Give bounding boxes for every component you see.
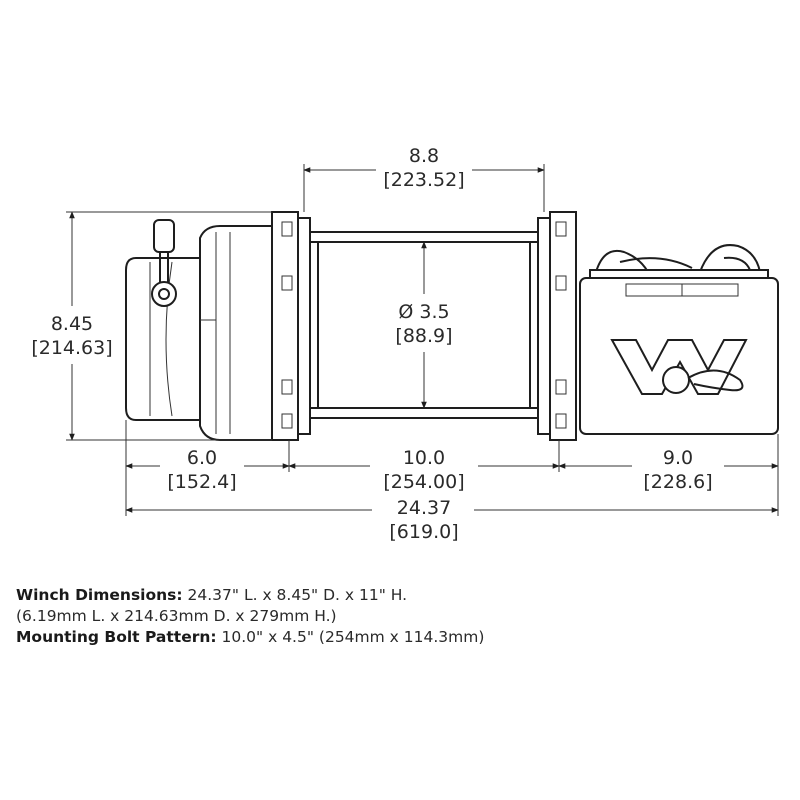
- drum-diameter-mm: [88.9]: [395, 325, 452, 347]
- middle-section-mm: [254.00]: [383, 471, 464, 493]
- mounting-bolt-value: 10.0" x 4.5" (254mm x 114.3mm): [221, 628, 485, 646]
- height-in: 8.45: [51, 313, 93, 335]
- winch-dimensions-label: Winch Dimensions:: [16, 586, 183, 604]
- winch-dimension-drawing: 8.8 [223.52] 8.45 [214.63] Ø 3.5 [88.9] …: [31, 145, 779, 543]
- overall-length-mm: [619.0]: [389, 521, 458, 543]
- winch-dimensions-line: Winch Dimensions: 24.37" L. x 8.45" D. x…: [16, 585, 786, 606]
- mounting-bolt-label: Mounting Bolt Pattern:: [16, 628, 217, 646]
- right-section-in: 9.0: [663, 447, 693, 469]
- right-section-mm: [228.6]: [643, 471, 712, 493]
- w-logo: [610, 339, 748, 395]
- drum-width-mm: [223.52]: [383, 169, 464, 191]
- spec-text: Winch Dimensions: 24.37" L. x 8.45" D. x…: [16, 585, 786, 648]
- mounting-bolt-line: Mounting Bolt Pattern: 10.0" x 4.5" (254…: [16, 627, 786, 648]
- dimension-lines: [66, 164, 779, 516]
- winch-outline: [125, 211, 779, 441]
- overall-length-in: 24.37: [397, 497, 451, 519]
- drum-width-in: 8.8: [409, 145, 439, 167]
- clutch-lever: [151, 219, 177, 307]
- left-section-in: 6.0: [187, 447, 217, 469]
- drum-diameter-in: Ø 3.5: [398, 301, 449, 323]
- left-section-mm: [152.4]: [167, 471, 236, 493]
- winch-dimensions-metric: (6.19mm L. x 214.63mm D. x 279mm H.): [16, 607, 337, 625]
- winch-dimensions-value: 24.37" L. x 8.45" D. x 11" H.: [187, 586, 408, 604]
- height-mm: [214.63]: [31, 337, 112, 359]
- middle-section-in: 10.0: [403, 447, 445, 469]
